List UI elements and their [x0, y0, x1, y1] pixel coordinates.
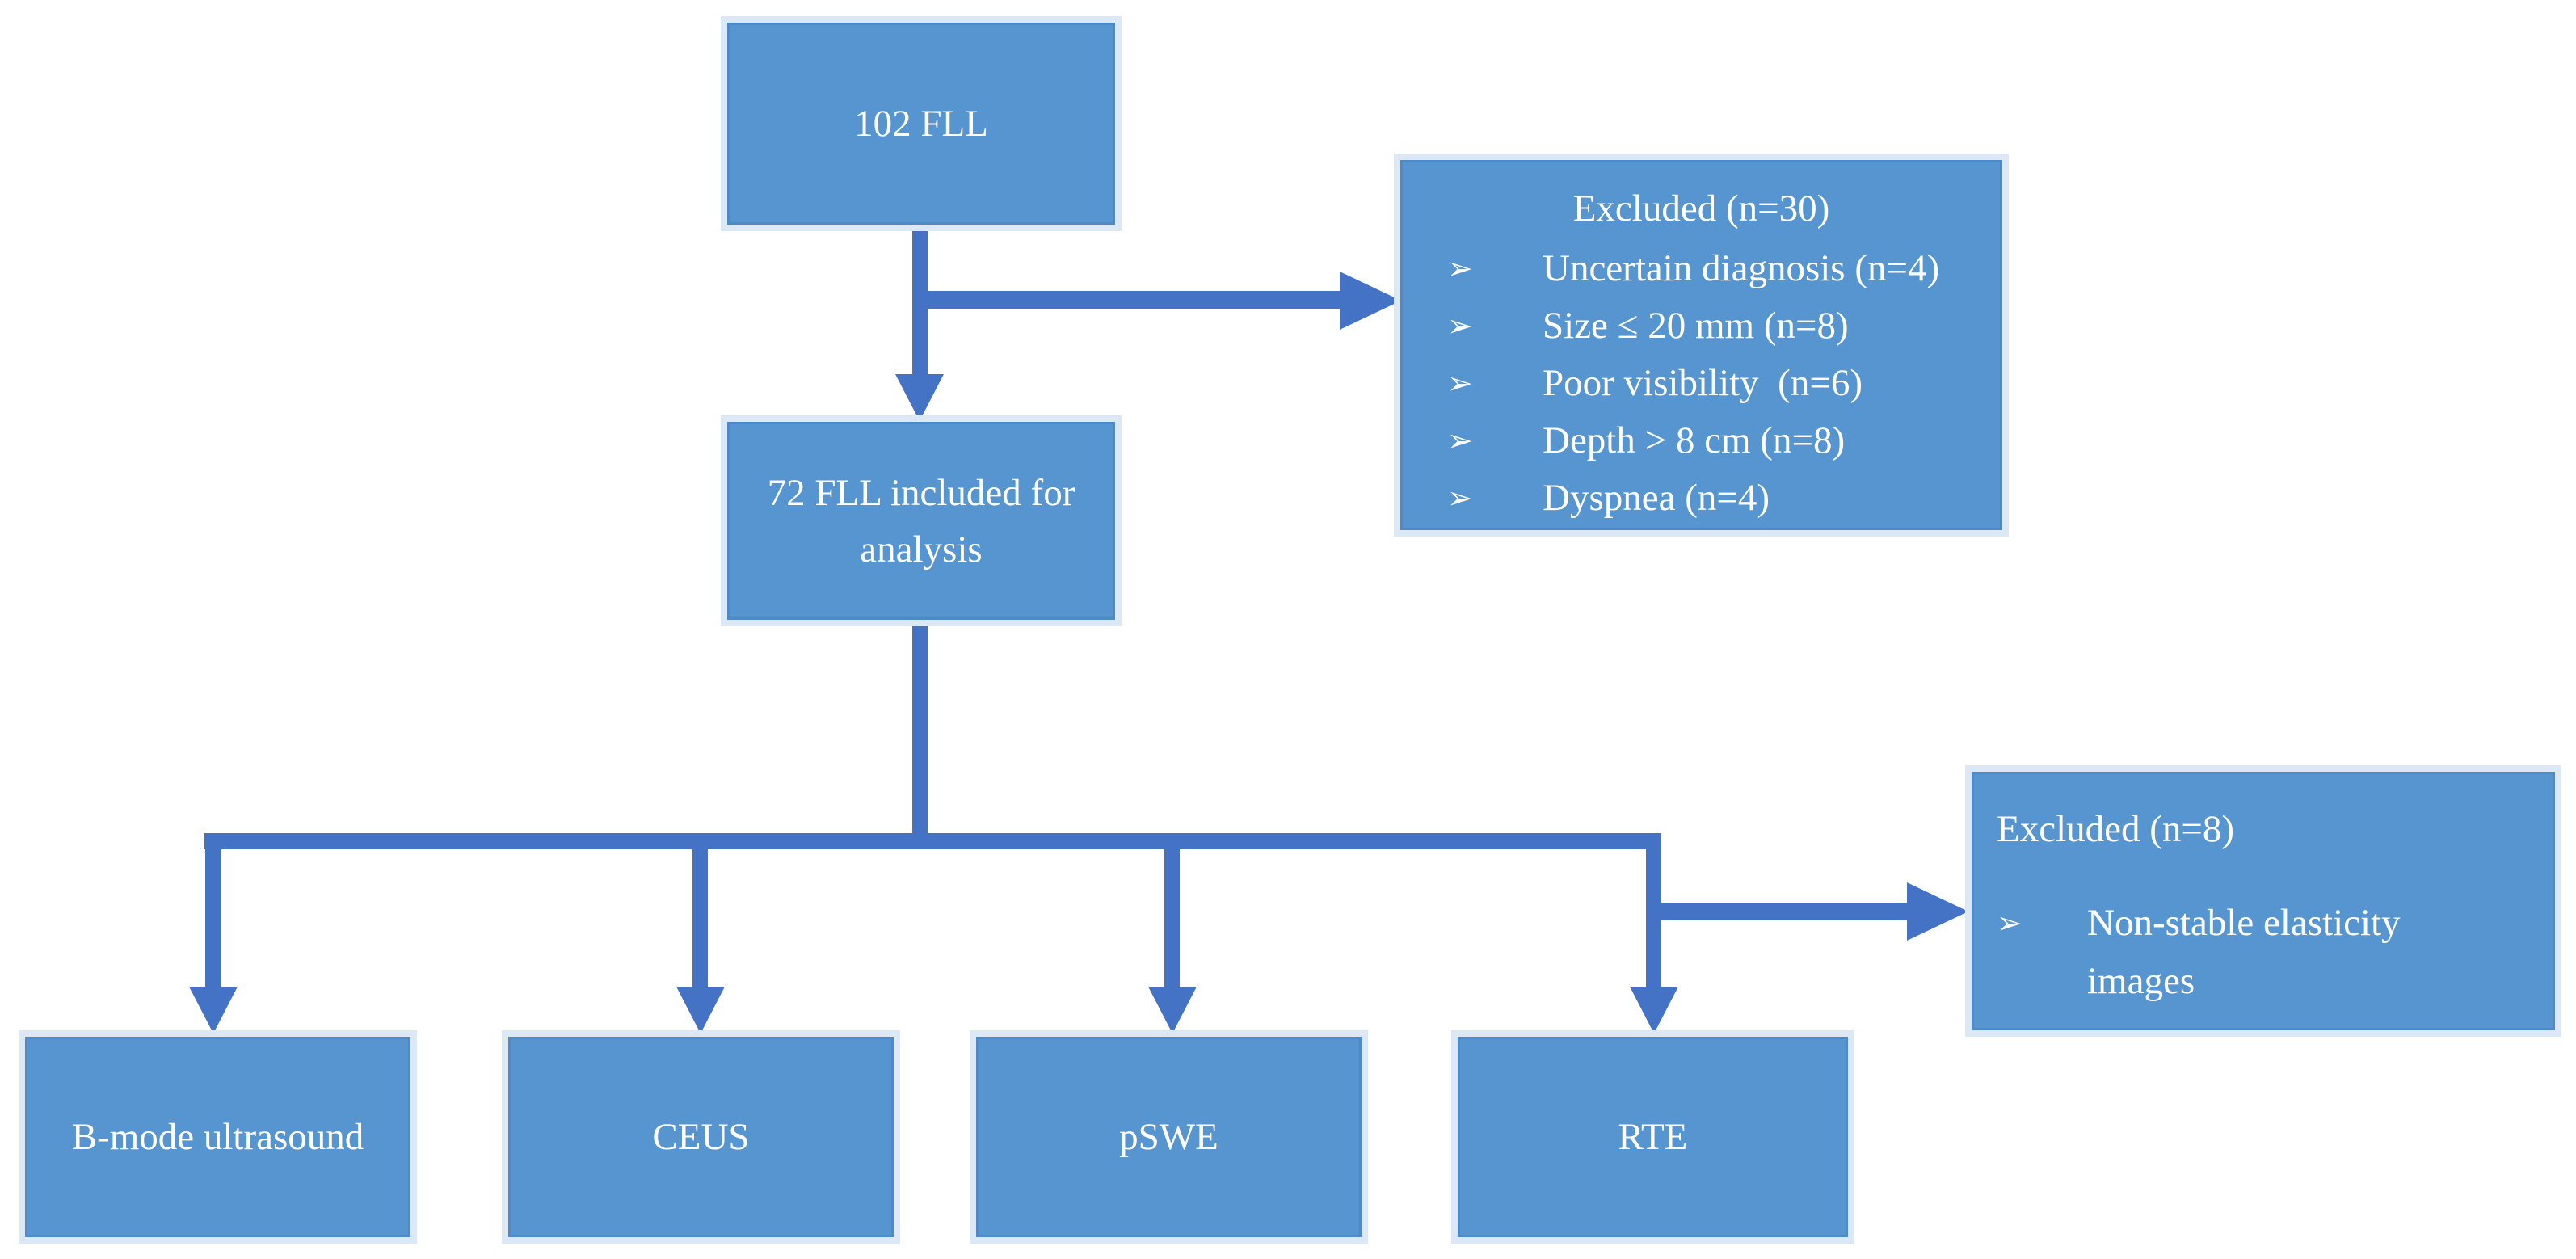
- arrowhead-bullet-icon: ➢: [1447, 308, 1473, 343]
- arrow-branch-bmode-head: [189, 987, 238, 1034]
- box-102-fll-label: 102 FLL: [854, 103, 988, 145]
- arrow-branch-bmode-shaft: [205, 848, 221, 990]
- excluded-n30-item-text: Uncertain diagnosis (n=4): [1543, 247, 1940, 289]
- arrowhead-bullet-icon: ➢: [1447, 480, 1473, 516]
- arrow-branch-pswe-shaft: [1164, 848, 1180, 990]
- excluded-n30-item: ➢ Dyspnea (n=4): [1403, 469, 2000, 527]
- arrowhead-bullet-icon: ➢: [1447, 365, 1473, 401]
- excluded-n30-item: ➢ Uncertain diagnosis (n=4): [1403, 240, 2000, 297]
- arrow-branch-ceus-head: [676, 987, 725, 1034]
- box-72-fll-included: 72 FLL included for analysis: [727, 422, 1115, 620]
- box-72-fll-included-label: 72 FLL included for analysis: [767, 471, 1075, 571]
- box-excluded-n30: Excluded (n=30) ➢ Uncertain diagnosis (n…: [1400, 160, 2002, 530]
- arrowhead-bullet-icon: ➢: [1447, 423, 1473, 458]
- arrow-to-excluded8-shaft: [1653, 903, 1912, 920]
- excluded-n30-item: ➢ Size ≤ 20 mm (n=8): [1403, 297, 2000, 355]
- arrow-to-excluded30-head: [1340, 272, 1401, 330]
- excluded-n30-item-text: Size ≤ 20 mm (n=8): [1543, 305, 1849, 347]
- excluded-n30-title: Excluded (n=30): [1572, 187, 1830, 229]
- arrow-to-excluded30-shaft: [920, 291, 1346, 309]
- excluded-n8-item: ➢ Non-stable elasticity images: [1997, 894, 2553, 1010]
- arrow-branch-pswe-head: [1148, 987, 1197, 1034]
- excluded-n30-item-text: Dyspnea (n=4): [1543, 477, 1770, 519]
- spine-72-to-branch-line: [912, 620, 928, 846]
- excluded-n8-item-text: Non-stable elasticity images: [2087, 902, 2410, 1002]
- arrowhead-bullet-icon: ➢: [1447, 251, 1473, 286]
- box-b-mode-ultrasound: B-mode ultrasound: [25, 1037, 410, 1237]
- excluded-n30-item-text: Poor visibility (n=6): [1543, 362, 1863, 404]
- box-102-fll: 102 FLL: [727, 23, 1115, 225]
- excluded-n8-title: Excluded (n=8): [1997, 808, 2235, 850]
- excluded-n30-item-text: Depth > 8 cm (n=8): [1543, 419, 1846, 461]
- branch-distribution-line: [204, 833, 1661, 849]
- box-pswe: pSWE: [976, 1037, 1362, 1237]
- box-rte: RTE: [1458, 1037, 1848, 1237]
- box-b-mode-ultrasound-label: B-mode ultrasound: [71, 1116, 364, 1158]
- excluded-n30-item: ➢ Depth > 8 cm (n=8): [1403, 412, 2000, 469]
- box-ceus: CEUS: [508, 1037, 894, 1237]
- excluded-n30-item: ➢ Poor visibility (n=6): [1403, 355, 2000, 412]
- arrow-branch-rte-head: [1630, 987, 1678, 1034]
- box-rte-label: RTE: [1618, 1116, 1688, 1158]
- arrow-branch-ceus-shaft: [692, 848, 708, 990]
- box-excluded-n8: Excluded (n=8) ➢ Non-stable elasticity i…: [1972, 772, 2555, 1030]
- box-pswe-label: pSWE: [1119, 1116, 1219, 1158]
- arrow-to-excluded8-head: [1907, 882, 1968, 941]
- arrowhead-bullet-icon: ➢: [1997, 905, 2022, 941]
- box-ceus-label: CEUS: [652, 1116, 750, 1158]
- arrow-102-to-72-head: [895, 374, 944, 421]
